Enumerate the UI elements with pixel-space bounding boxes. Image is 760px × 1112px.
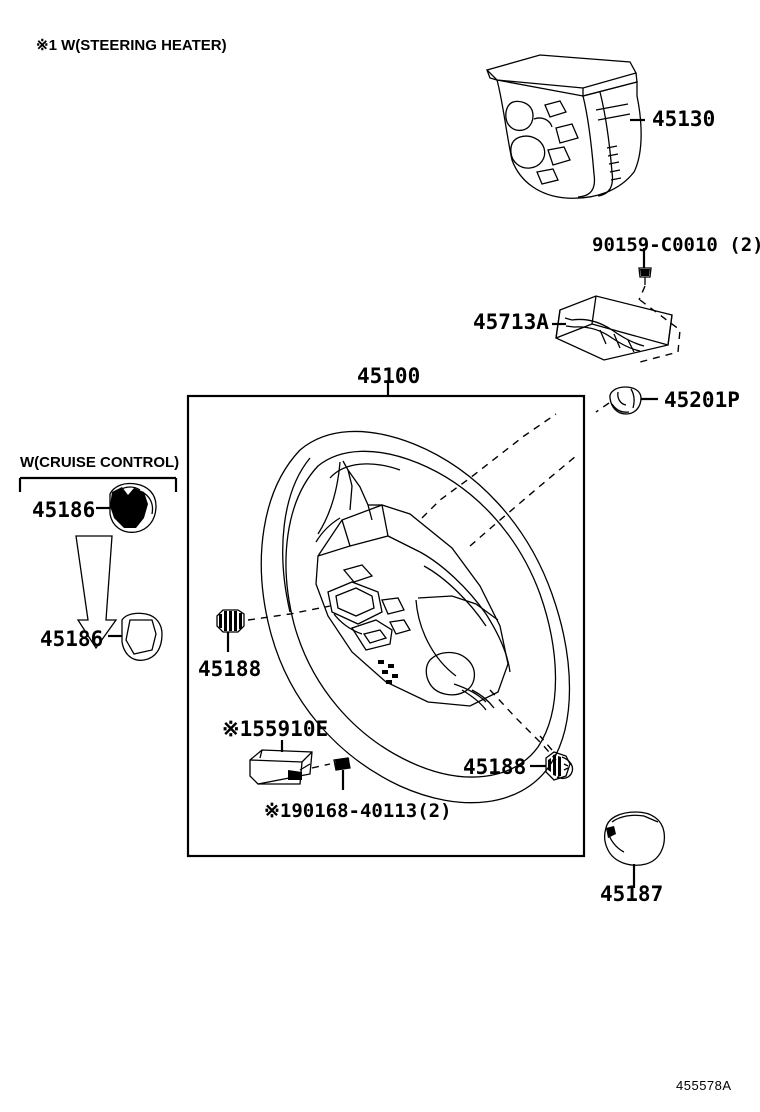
main-assembly-box [186,380,586,858]
label-45187: 45187 [600,882,664,906]
label-45201P: 45201P [664,388,740,412]
part-45188-left-illustration [216,605,331,652]
label-90168-40113-prefix: ※1 [264,800,292,822]
cruise-control-bracket [18,476,178,492]
note-steering-heater: ※1 W(STEERING HEATER) [36,37,227,54]
label-45186-lower: 45186 [40,627,104,651]
label-55910E: ※155910E [222,717,328,741]
steering-switch-cluster [327,564,411,684]
label-90168-40113: ※190168-40113(2) [264,800,452,822]
label-55910E-prefix: ※1 [222,717,253,741]
label-45130: 45130 [652,107,716,131]
label-55910E-number: 55910E [252,717,329,741]
part-45188-right-illustration [530,735,574,781]
part-45186-upper-illustration [96,482,157,533]
diagram-reference-code: 455578A [676,1078,732,1093]
label-45188-right: 45188 [463,755,527,779]
label-90159-C0010: 90159-C0010 (2) [592,234,760,256]
label-45186-upper: 45186 [32,498,96,522]
label-45100: 45100 [357,364,421,388]
part-45713A-illustration [552,295,681,363]
part-45187-illustration [604,811,666,888]
label-45713A: 45713A [473,310,549,334]
label-45188-left: 45188 [198,657,262,681]
part-45100-steering-wheel-illustration [260,413,577,804]
part-45130-illustration [485,54,645,199]
part-90168-40113-illustration [333,757,351,790]
part-55910E-illustration [249,740,331,785]
label-90168-40113-number: 90168-40113(2) [291,800,452,822]
note-cruise-control: W(CRUISE CONTROL) [20,454,180,471]
part-45201P-illustration [595,386,658,415]
part-45186-lower-illustration [108,612,163,661]
